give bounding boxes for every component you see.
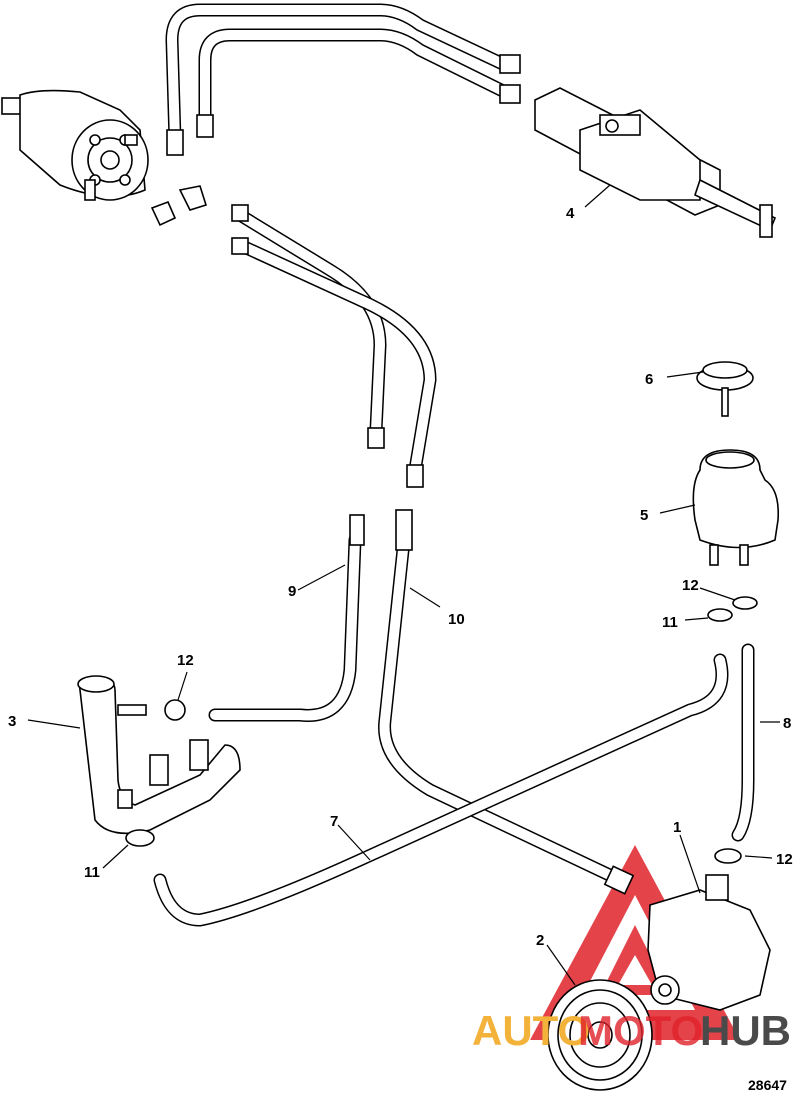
hoses-9-10: [208, 509, 635, 895]
callout-11-b: 11: [84, 864, 100, 881]
elbow-fittings: [150, 185, 208, 227]
leader-lines: [27, 184, 780, 986]
power-steering-pump: [647, 874, 771, 1011]
cooler-tube-assembly: [77, 675, 241, 847]
pump-pulley: [547, 979, 653, 1091]
steering-actuator-hub: [1, 89, 149, 201]
watermark-text: AUTO MOTO HUB: [472, 1007, 791, 1054]
callout-1: 1: [673, 819, 681, 836]
callout-12-c: 12: [776, 851, 793, 868]
callout-7: 7: [330, 813, 338, 830]
callout-2: 2: [536, 932, 544, 949]
callout-11-a: 11: [662, 614, 678, 631]
callout-6: 6: [645, 371, 653, 388]
callout-12-b: 12: [177, 652, 194, 669]
callout-3: 3: [8, 713, 16, 730]
middle-hoses: [231, 204, 437, 488]
callout-4: 4: [566, 205, 575, 222]
callout-10: 10: [448, 611, 465, 628]
callout-12-a: 12: [682, 577, 699, 594]
callout-9: 9: [288, 583, 296, 600]
reference-number: 28647: [748, 1077, 787, 1093]
hoses-7-8: [153, 643, 755, 927]
reservoir-cap: [696, 361, 754, 417]
steering-cylinder: [534, 87, 777, 238]
callout-5: 5: [640, 507, 648, 524]
callout-8: 8: [783, 715, 791, 732]
watermark-moto: MOTO: [578, 1007, 703, 1054]
clamps-right: [707, 596, 758, 864]
callouts: 4 6 5 12 11 3 12 9 10 8 7 11 1 2 12: [8, 205, 793, 949]
watermark-hub: HUB: [700, 1007, 791, 1054]
watermark-auto: AUTO: [472, 1007, 590, 1054]
upper-hoses: [165, 3, 521, 156]
fluid-reservoir: [692, 449, 780, 566]
